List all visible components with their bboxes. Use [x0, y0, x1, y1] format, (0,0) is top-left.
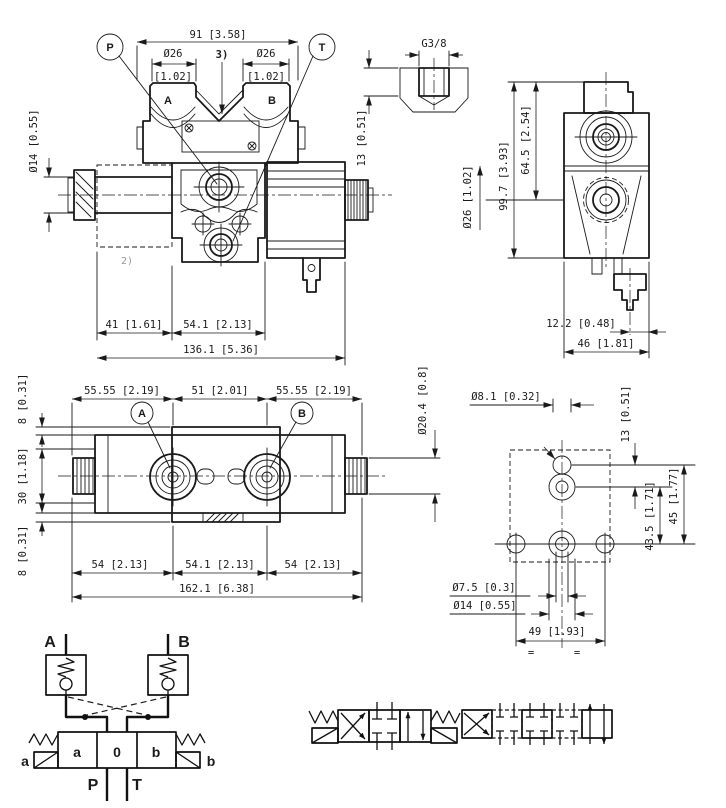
- dim-spacing-13: 13 [0.51]: [620, 386, 632, 443]
- optional-solenoid-phantom: [96, 164, 173, 248]
- dim-bottom-center: 54.1 [2.13]: [185, 559, 255, 571]
- schematic-port-t: T: [132, 777, 142, 794]
- position-b-label: b: [152, 744, 161, 760]
- dim-bottom-right: 54 [2.13]: [285, 559, 342, 571]
- mounting-outline: [509, 449, 611, 563]
- balloon-b: [290, 401, 314, 425]
- balloon-t-label: T: [319, 42, 326, 54]
- note-3: 3): [216, 49, 229, 61]
- side-body: [563, 112, 650, 259]
- dim-port-a-dia-inch: [1.02]: [154, 71, 192, 83]
- dim-total-length-top: 162.1 [6.38]: [179, 583, 255, 595]
- dim-cartridge-dia: Ø26 [1.02]: [462, 165, 474, 228]
- dim-rod-dia: Ø14 [0.55]: [28, 109, 40, 172]
- dim-large-hole: Ø14 [0.55]: [453, 600, 516, 612]
- dim-total-length: 136.1 [5.36]: [183, 344, 259, 356]
- spool-symbol-transitions: [461, 703, 613, 745]
- symmetry-mark-right: =: [574, 647, 580, 659]
- dim-connector-offset: 12.2 [0.48]: [546, 318, 616, 330]
- check-valve-b: [147, 654, 189, 696]
- dim-port-a-dia: Ø26: [164, 48, 183, 60]
- balloon-p: [96, 33, 124, 61]
- dim-left-length: 41 [1.61]: [106, 319, 163, 331]
- dim-spacing-43: 43.5 [1.71]: [644, 481, 656, 551]
- balloon-a: [130, 401, 154, 425]
- balloon-p-label: P: [106, 42, 113, 54]
- mounting-view: Ø8.1 [0.32] 13 [0.51] 43.5 [1.71] 45 [1.…: [449, 386, 696, 659]
- dim-top-hole: Ø8.1 [0.32]: [471, 391, 541, 403]
- dim-overall-width: 91 [3.58]: [190, 29, 247, 41]
- dim-top-offset: 8 [0.31]: [17, 374, 29, 425]
- balloon-t: [308, 33, 336, 61]
- directional-valve: [57, 731, 177, 769]
- phantom-note: 2): [121, 256, 133, 267]
- dim-center-span: 51 [2.01]: [192, 385, 249, 397]
- port-detail-view: G3/8 13 [0.51]: [356, 38, 469, 167]
- solenoid-b-symbol: [175, 751, 201, 769]
- dim-side-width: 46 [1.81]: [578, 338, 635, 350]
- dim-thread-depth: 13 [0.51]: [356, 110, 368, 167]
- dim-small-hole: Ø7.5 [0.3]: [452, 582, 515, 594]
- dim-body-height: 30 [1.18]: [17, 448, 29, 505]
- position-0-label: 0: [113, 744, 121, 760]
- port-a-label: A: [164, 95, 172, 107]
- dim-bottom-offset: 8 [0.31]: [17, 526, 29, 577]
- front-top-block-outline: [142, 82, 299, 164]
- schematic-port-b: B: [178, 634, 190, 651]
- dim-total-height: 99.7 [3.93]: [498, 141, 510, 211]
- dim-right-span: 55.55 [2.19]: [276, 385, 352, 397]
- dim-port-b-dia: Ø26: [257, 48, 276, 60]
- dim-body-length: 54.1 [2.13]: [183, 319, 253, 331]
- name-plate: [181, 120, 260, 153]
- thread-label: G3/8: [421, 38, 446, 50]
- solenoid-a-symbol: [33, 751, 59, 769]
- top-center-block: [171, 426, 281, 523]
- dim-left-span: 55.55 [2.19]: [84, 385, 160, 397]
- top-body: [94, 434, 346, 514]
- dim-spacing-45: 45 [1.77]: [668, 468, 680, 525]
- balloon-b-label: B: [298, 408, 306, 420]
- side-connector: [613, 273, 647, 311]
- balloon-a-label: A: [138, 408, 146, 420]
- port-section: [399, 67, 469, 113]
- schematic-port-p: P: [88, 777, 99, 794]
- solenoid-a-label: a: [21, 753, 29, 769]
- solenoid-body: [266, 161, 346, 259]
- schematic-port-a: A: [44, 634, 56, 651]
- dim-upper-height: 64.5 [2.54]: [520, 105, 532, 175]
- dim-nut-dia: Ø20.4 [0.8]: [417, 365, 429, 435]
- side-view: 99.7 [3.93] 64.5 [2.54] Ø26 [1.02] 12.2 …: [462, 72, 666, 359]
- front-view: 2) P T A B 3) 91 [3.58] Ø26 [1.02]: [28, 29, 392, 366]
- dim-bottom-left: 54 [2.13]: [92, 559, 149, 571]
- dim-port-b-dia-inch: [1.02]: [247, 71, 285, 83]
- spool-symbol-detented: [308, 702, 461, 750]
- front-body-outline: [171, 162, 266, 263]
- dim-hole-span: 49 [1.93]: [529, 626, 586, 638]
- electrical-connector: [302, 257, 321, 293]
- port-b-label: B: [268, 95, 276, 107]
- symmetry-mark-left: =: [528, 647, 534, 659]
- solenoid-b-label: b: [207, 753, 216, 769]
- top-view: A B 55.55 [2.19] 51 [2.01] 55.55 [2.19] …: [17, 365, 441, 603]
- position-a-label: a: [73, 744, 81, 760]
- check-valve-a: [45, 654, 87, 696]
- hydraulic-schematic: A B a 0 b a b P T: [21, 634, 215, 801]
